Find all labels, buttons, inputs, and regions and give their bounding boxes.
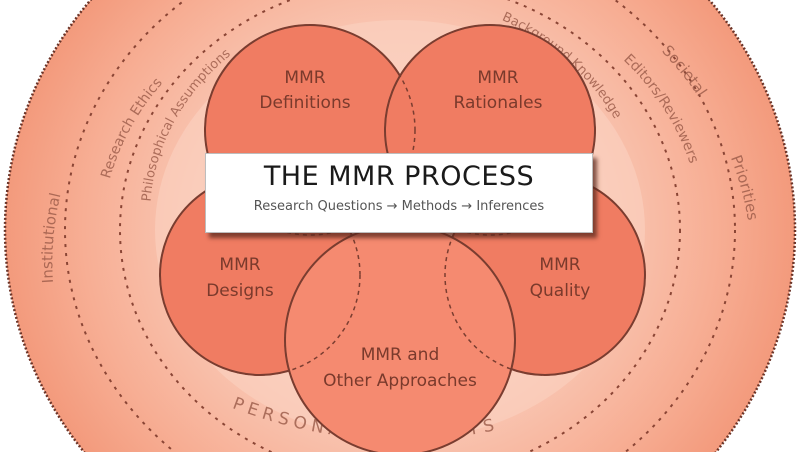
diagram-title: THE MMR PROCESS	[263, 161, 535, 192]
designs-label-line2: Designs	[206, 281, 274, 301]
rationales-label-line2: Rationales	[454, 93, 543, 113]
circle-other-approaches	[284, 224, 516, 452]
mmr-process-title-box: THE MMR PROCESS Research Questions → Met…	[205, 153, 593, 233]
other-approaches-label-line1: MMR and	[361, 345, 440, 365]
definitions-label-line1: MMR	[284, 68, 325, 88]
ring-divider-1	[64, 0, 736, 452]
ring-divider-2	[119, 0, 681, 452]
diagram-subtitle: Research Questions → Methods → Inference…	[253, 199, 545, 214]
rationales-label-line1: MMR	[477, 68, 518, 88]
quality-label-line2: Quality	[530, 281, 591, 301]
other-approaches-label-line2: Other Approaches	[323, 371, 477, 391]
designs-label-line1: MMR	[219, 255, 260, 275]
definitions-label-line2: Definitions	[259, 93, 350, 113]
quality-label-line1: MMR	[539, 255, 580, 275]
